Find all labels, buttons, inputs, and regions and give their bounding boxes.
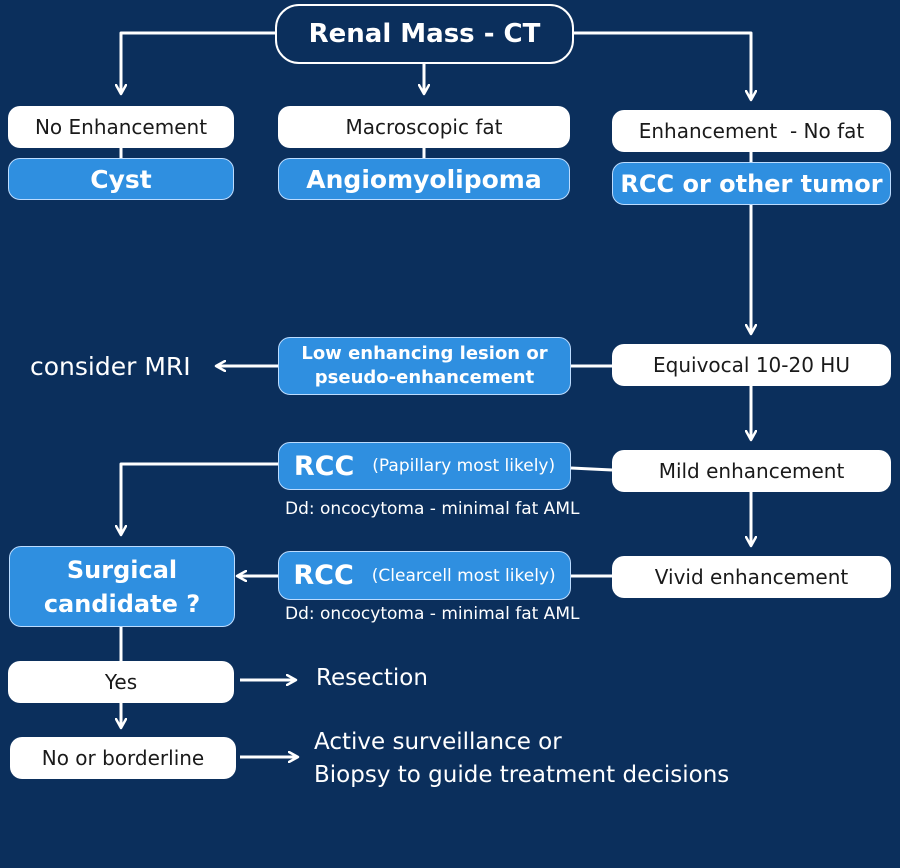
surveillance-line2: Biopsy to guide treatment decisions [314, 762, 730, 788]
consider-mri-text: consider MRI [30, 352, 191, 381]
resection-label: Resection [316, 665, 428, 691]
title-text: Renal Mass - CT [308, 19, 541, 49]
rcc-papillary-node: RCC (Papillary most likely) [278, 442, 571, 490]
arrow-rcc-papillary-to-surgical [121, 462, 278, 535]
arrow-title-to-enhancement [574, 31, 751, 100]
macroscopic-fat-label: Macroscopic fat [345, 115, 503, 139]
surgical-line1: Surgical [66, 555, 178, 584]
enhancement-no-fat-node: Enhancement - No fat [612, 110, 891, 152]
mild-dd-text: Dd: oncocytoma - minimal fat AML [285, 499, 579, 519]
no-borderline-label: No or borderline [41, 746, 205, 770]
yes-label: Yes [104, 670, 138, 694]
vivid-dd-text: Dd: oncocytoma - minimal fat AML [285, 604, 579, 624]
no-enhancement-label: No Enhancement [34, 115, 208, 139]
resection-text: Resection [316, 665, 428, 691]
rcc-clearcell-label: RCC [293, 560, 354, 591]
surveillance-line1: Active surveillance or [314, 729, 562, 755]
vivid-dd-label: Dd: oncocytoma - minimal fat AML [285, 604, 580, 624]
low-enhancing-line2: pseudo-enhancement [314, 367, 535, 388]
yes-node: Yes [8, 661, 234, 703]
mild-dd-label: Dd: oncocytoma - minimal fat AML [285, 499, 580, 519]
rcc-clearcell-subtype: (Clearcell most likely) [371, 565, 556, 586]
mild-enhancement-label: Mild enhancement [658, 459, 845, 483]
vivid-enhancement-node: Vivid enhancement [612, 556, 891, 598]
surgical-candidate-node: Surgical candidate ? [9, 546, 235, 627]
title-node: Renal Mass - CT [275, 4, 574, 64]
rcc-papillary-label: RCC [293, 450, 355, 482]
arrow-title-to-no-enhancement [121, 31, 275, 94]
rcc-other-tumor-label: RCC or other tumor [620, 169, 883, 198]
rcc-papillary-subtype: (Papillary most likely) [372, 456, 556, 476]
cyst-label: Cyst [90, 164, 152, 194]
angiomyolipoma-label: Angiomyolipoma [306, 164, 542, 194]
surgical-line2: candidate ? [43, 589, 201, 618]
equivocal-node: Equivocal 10-20 HU [612, 344, 891, 386]
angiomyolipoma-node: Angiomyolipoma [278, 158, 570, 200]
rcc-clearcell-node: RCC (Clearcell most likely) [278, 551, 571, 600]
cyst-node: Cyst [8, 158, 234, 200]
equivocal-label: Equivocal 10-20 HU [653, 353, 850, 377]
consider-mri-label: consider MRI [30, 352, 191, 381]
vivid-enhancement-label: Vivid enhancement [654, 565, 849, 589]
surveillance-text: Active surveillance or Biopsy to guide t… [314, 726, 729, 792]
low-enhancing-node: Low enhancing lesion or pseudo-enhanceme… [278, 337, 571, 395]
no-enhancement-node: No Enhancement [8, 106, 234, 148]
macroscopic-fat-node: Macroscopic fat [278, 106, 570, 148]
mild-enhancement-node: Mild enhancement [612, 450, 891, 492]
line-mild-to-rcc-papillary [570, 466, 613, 472]
low-enhancing-line1: Low enhancing lesion or [301, 343, 548, 364]
enhancement-no-fat-label: Enhancement - No fat [638, 119, 865, 143]
rcc-other-tumor-node: RCC or other tumor [612, 162, 891, 205]
no-borderline-node: No or borderline [10, 737, 236, 779]
